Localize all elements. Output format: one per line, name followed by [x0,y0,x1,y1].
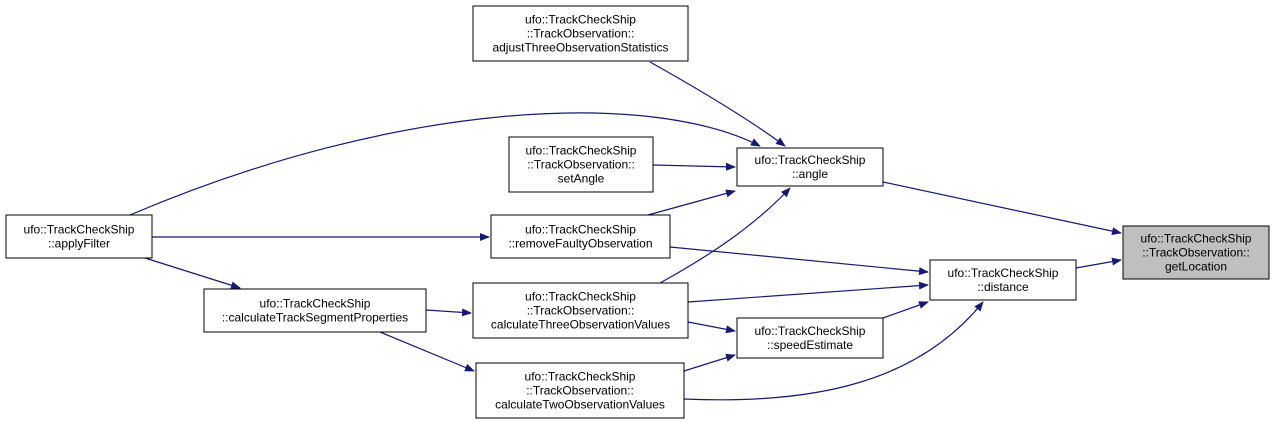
node-calcTwo[interactable]: ufo::TrackCheckShip::TrackObservation::c… [475,362,685,419]
edge-removeFaulty-to-angle [647,189,736,216]
node-label-line: ::speedEstimate [767,338,853,352]
node-label-line: ufo::TrackCheckShip [1141,232,1252,246]
node-label-line: adjustThreeObservationStatistics [492,41,668,55]
node-adjust[interactable]: ufo::TrackCheckShip::TrackObservation::a… [472,5,689,62]
node-label-line: ufo::TrackCheckShip [525,13,636,27]
node-label-line: ::applyFilter [48,237,110,251]
edge-setAngle-to-angle [652,162,736,171]
edge-removeFaulty-to-distance [669,246,929,276]
node-box [736,317,884,359]
node-box [929,259,1077,301]
node-label-line: ::TrackObservation:: [527,158,635,172]
edge-distance-to-getLocation [1075,257,1122,269]
node-speedEstimate[interactable]: ufo::TrackCheckShip::speedEstimate [736,317,884,359]
edge-speedEstimate-to-distance [882,301,929,319]
node-distance[interactable]: ufo::TrackCheckShip::distance [929,259,1077,301]
node-box [508,136,654,193]
node-box [490,214,671,259]
node-label-line: ufo::TrackCheckShip [525,370,636,384]
edge-angle-to-getLocation [882,181,1122,236]
edge-calcTrackSeg-to-calcTwo [379,331,475,372]
node-label-line: ::calculateTrackSegmentProperties [222,311,408,325]
node-setAngle[interactable]: ufo::TrackCheckShip::TrackObservation::s… [508,136,654,193]
node-box [5,214,153,259]
node-applyFilter[interactable]: ufo::TrackCheckShip::applyFilter [5,214,153,259]
node-label-line: ufo::TrackCheckShip [755,153,866,167]
node-calcThree[interactable]: ufo::TrackCheckShip::TrackObservation::c… [472,282,689,339]
edge-layer [129,61,1122,401]
node-getLocation: ufo::TrackCheckShip::TrackObservation::g… [1122,225,1270,280]
node-box [475,362,685,419]
node-label-line: ::angle [792,167,828,181]
node-label-line: calculateTwoObservationValues [495,398,665,412]
node-label-line: ::TrackObservation:: [527,304,635,318]
node-box [736,147,884,187]
node-label-line: setAngle [558,172,605,186]
edge-calcThree-to-distance [687,281,929,303]
node-label-line: ufo::TrackCheckShip [948,266,1059,280]
node-calcTrackSeg[interactable]: ufo::TrackCheckShip::calculateTrackSegme… [203,288,427,333]
node-label-line: ufo::TrackCheckShip [525,223,636,237]
node-label-line: calculateThreeObservationValues [491,318,670,332]
node-label-line: ufo::TrackCheckShip [260,297,371,311]
edge-calcTwo-to-speedEstimate [683,353,736,372]
edge-adjust-to-angle [649,61,786,147]
node-label-line: getLocation [1165,260,1227,274]
node-angle[interactable]: ufo::TrackCheckShip::angle [736,147,884,187]
edge-applyFilter-to-angle [129,112,761,216]
node-label-line: ufo::TrackCheckShip [526,144,637,158]
node-label-line: ufo::TrackCheckShip [24,223,135,237]
node-box [1122,225,1270,280]
edge-applyFilter-to-calcTrackSeg [144,257,241,290]
node-label-line: ufo::TrackCheckShip [755,324,866,338]
node-label-line: ::removeFaultyObservation [508,237,652,251]
node-label-line: ::TrackObservation:: [526,384,634,398]
edge-calcThree-to-angle [659,187,791,284]
edge-calcTrackSeg-to-calcThree [425,308,472,317]
node-label-line: ::TrackObservation:: [527,27,635,41]
node-box [472,282,689,339]
node-label-line: ::TrackObservation:: [1142,246,1250,260]
node-layer: ufo::TrackCheckShip::TrackObservation::a… [5,5,1270,419]
node-box [472,5,689,62]
node-label-line: ufo::TrackCheckShip [525,290,636,304]
node-box [203,288,427,333]
node-removeFaulty[interactable]: ufo::TrackCheckShip::removeFaultyObserva… [490,214,671,259]
node-label-line: ::distance [977,280,1029,294]
edge-calcTwo-to-distance [683,301,984,401]
edge-calcThree-to-speedEstimate [687,321,736,334]
